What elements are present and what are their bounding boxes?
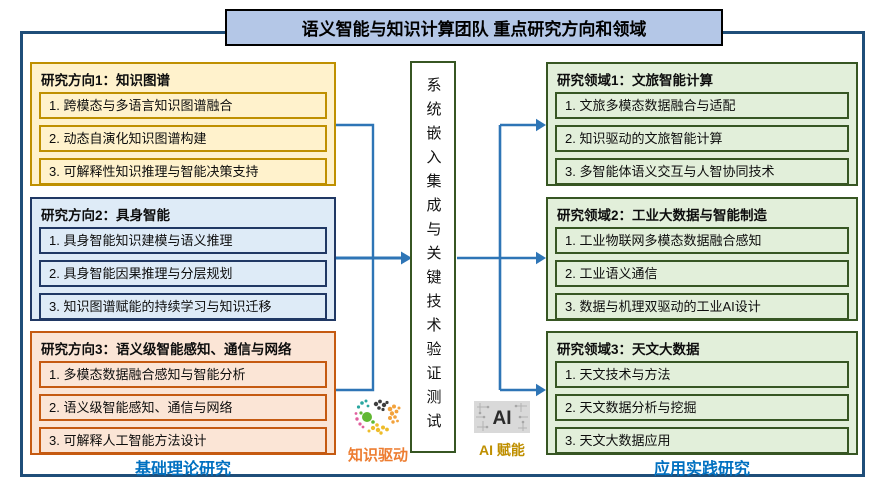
knowledge-driven-badge: 知识驱动 — [339, 397, 417, 465]
panel-item: 2. 工业语义通信 — [555, 260, 849, 287]
ai-enable-badge: AI AI 赋能 — [459, 401, 545, 460]
panel-item: 2. 具身智能因果推理与分层规划 — [39, 260, 327, 287]
panel-item: 2. 天文数据分析与挖掘 — [555, 394, 849, 421]
left-column-footer: 基础理论研究 — [134, 461, 231, 478]
panel-item: 3. 多智能体语义交互与人智协同技术 — [555, 158, 849, 184]
panel-item: 2. 语义级智能感知、通信与网络 — [39, 394, 327, 421]
panel-item: 1. 多模态数据融合感知与智能分析 — [39, 361, 327, 388]
panel-item: 3. 数据与机理双驱动的工业AI设计 — [555, 293, 849, 319]
panel-item: 2. 知识驱动的文旅智能计算 — [555, 125, 849, 152]
knowledge-graph-cluster-icon — [354, 399, 401, 435]
panel-item: 3. 可解释性知识推理与智能决策支持 — [39, 158, 327, 184]
center-integration-label: 系统嵌入集成与关键技术验证测试 — [424, 77, 442, 437]
research-direction-3-panel: 研究方向3：语义级智能感知、通信与网络 1. 多模态数据融合感知与智能分析 2.… — [30, 331, 336, 455]
research-field-1-panel: 研究领域1：文旅智能计算 1. 文旅多模态数据融合与适配 2. 知识驱动的文旅智… — [546, 62, 858, 186]
panel-item: 1. 跨模态与多语言知识图谱融合 — [39, 92, 327, 119]
panel-item: 1. 具身智能知识建模与语义推理 — [39, 227, 327, 254]
ai-icon-text: AI — [493, 408, 512, 429]
panel-item: 1. 工业物联网多模态数据融合感知 — [555, 227, 849, 254]
knowledge-driven-label: 知识驱动 — [347, 447, 408, 464]
panel-heading: 研究方向2：具身智能 — [41, 208, 171, 223]
research-field-3-panel: 研究领域3：天文大数据 1. 天文技术与方法 2. 天文数据分析与挖掘 3. 天… — [546, 331, 858, 455]
center-integration-box: 系统嵌入集成与关键技术验证测试 — [410, 61, 456, 453]
research-direction-2-panel: 研究方向2：具身智能 1. 具身智能知识建模与语义推理 2. 具身智能因果推理与… — [30, 197, 336, 321]
panel-item: 3. 可解释人工智能方法设计 — [39, 427, 327, 453]
panel-item: 3. 天文大数据应用 — [555, 427, 849, 453]
panel-item: 1. 文旅多模态数据融合与适配 — [555, 92, 849, 119]
panel-item: 3. 知识图谱赋能的持续学习与知识迁移 — [39, 293, 327, 319]
panel-heading: 研究领域3：天文大数据 — [557, 342, 700, 357]
panel-heading: 研究方向3：语义级智能感知、通信与网络 — [41, 342, 292, 357]
panel-heading: 研究领域2：工业大数据与智能制造 — [557, 208, 768, 223]
panel-item: 1. 天文技术与方法 — [555, 361, 849, 388]
right-column-footer: 应用实践研究 — [653, 461, 750, 478]
ai-enable-label: AI 赋能 — [479, 442, 525, 458]
panel-heading: 研究领域1：文旅智能计算 — [557, 73, 714, 88]
research-field-2-panel: 研究领域2：工业大数据与智能制造 1. 工业物联网多模态数据融合感知 2. 工业… — [546, 197, 858, 321]
research-direction-1-panel: 研究方向1：知识图谱 1. 跨模态与多语言知识图谱融合 2. 动态自演化知识图谱… — [30, 62, 336, 186]
panel-item: 2. 动态自演化知识图谱构建 — [39, 125, 327, 152]
panel-heading: 研究方向1：知识图谱 — [41, 73, 171, 88]
ai-chip-circuit-icon: AI — [474, 401, 530, 433]
page-title: 语义智能与知识计算团队 重点研究方向和领域 — [225, 9, 723, 46]
